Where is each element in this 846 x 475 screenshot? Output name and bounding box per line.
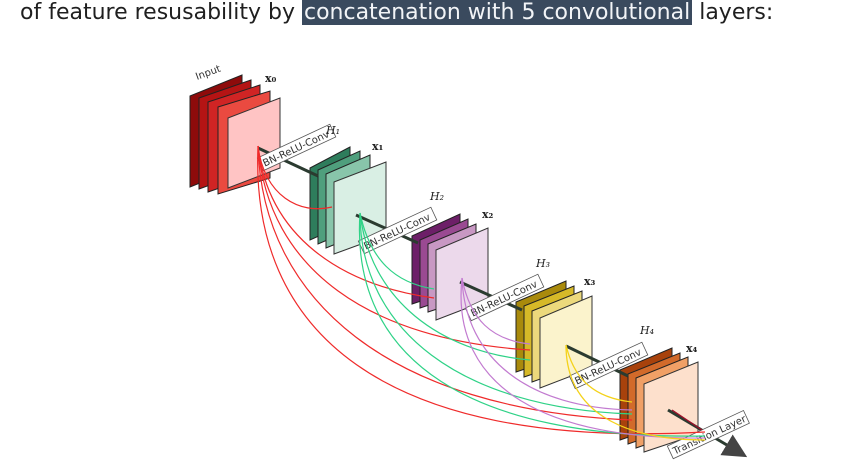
caption-sentence: of feature resusability by concatenation… <box>20 0 773 30</box>
highlighted-text[interactable]: concatenation with 5 convolutional <box>301 0 693 25</box>
h2-label: H₂ <box>429 190 444 203</box>
block2-feature-stack <box>411 213 489 321</box>
input-label: Input <box>194 64 222 83</box>
input-feature-stack <box>189 74 281 195</box>
h3-label: H₃ <box>535 257 550 270</box>
x3-label: x₃ <box>584 275 596 288</box>
block4-feature-stack <box>619 347 699 453</box>
sentence-text-before: of feature resusability by <box>20 0 302 25</box>
x4-label: x₄ <box>686 342 698 355</box>
h4-label: H₄ <box>639 324 654 337</box>
h1-label: H₁ <box>325 124 340 137</box>
sentence-text-after: layers: <box>692 0 774 25</box>
dense-connections-from-x4 <box>671 409 703 431</box>
dense-connections-from-x3 <box>565 344 706 441</box>
dense-connections-from-x2 <box>460 277 706 439</box>
x2-label: x₂ <box>482 208 494 221</box>
x1-label: x₁ <box>372 140 384 153</box>
x0-label: x₀ <box>265 72 277 85</box>
block3-feature-stack <box>515 280 593 389</box>
